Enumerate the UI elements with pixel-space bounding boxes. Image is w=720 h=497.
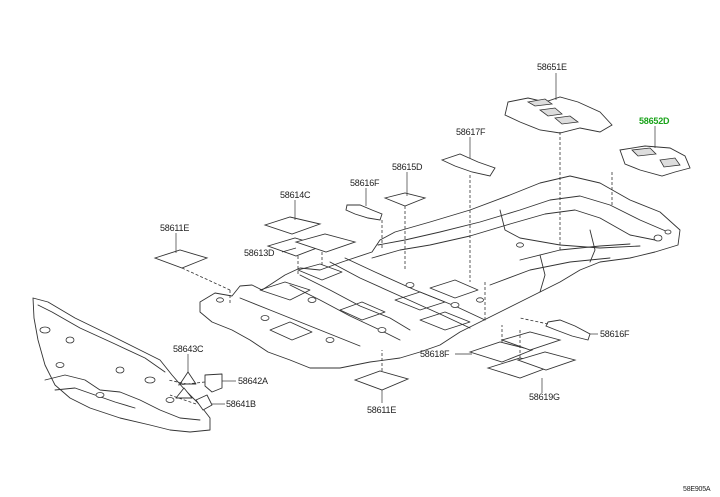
floor-pan bbox=[199, 175, 681, 369]
part-58611E-bottom[interactable] bbox=[353, 370, 410, 391]
part-58618F[interactable] bbox=[468, 331, 562, 363]
label-58616F-right[interactable]: 58616F bbox=[600, 329, 630, 339]
label-58642A[interactable]: 58642A bbox=[238, 376, 268, 386]
label-58619G[interactable]: 58619G bbox=[529, 392, 560, 402]
label-58641B[interactable]: 58641B bbox=[226, 399, 256, 409]
label-58652D[interactable]: 58652D bbox=[639, 116, 670, 126]
label-58617F[interactable]: 58617F bbox=[456, 127, 486, 137]
part-58652D[interactable] bbox=[619, 145, 691, 177]
diagram-id-code: 58E905A bbox=[683, 486, 711, 493]
label-58611E-left[interactable]: 58611E bbox=[160, 223, 190, 233]
part-58642A[interactable] bbox=[204, 373, 223, 393]
part-58651E[interactable] bbox=[504, 96, 613, 134]
label-58651E[interactable]: 58651E bbox=[537, 62, 567, 72]
dashed-leaders bbox=[167, 132, 613, 405]
part-58617F[interactable] bbox=[440, 153, 496, 177]
part-labels: 58651E 58652D 58617F 58615D 58616F 58614… bbox=[160, 62, 711, 493]
part-58619G[interactable] bbox=[486, 351, 577, 379]
part-58611E-left[interactable] bbox=[153, 249, 209, 269]
label-leaders bbox=[175, 73, 656, 405]
label-58615D[interactable]: 58615D bbox=[392, 162, 423, 172]
label-58611E-bottom[interactable]: 58611E bbox=[367, 405, 397, 415]
part-58613D[interactable] bbox=[294, 233, 357, 253]
part-58641B[interactable] bbox=[195, 394, 213, 411]
label-58614C[interactable]: 58614C bbox=[280, 190, 311, 200]
part-58615D[interactable] bbox=[383, 192, 427, 207]
label-58618F[interactable]: 58618F bbox=[420, 349, 450, 359]
part-58616F-top[interactable] bbox=[345, 204, 383, 221]
dash-panel bbox=[32, 297, 211, 433]
label-58643C[interactable]: 58643C bbox=[173, 344, 204, 354]
part-58616F-right[interactable] bbox=[545, 319, 591, 341]
label-58616F-top[interactable]: 58616F bbox=[350, 178, 380, 188]
label-58613D[interactable]: 58613D bbox=[244, 248, 275, 258]
